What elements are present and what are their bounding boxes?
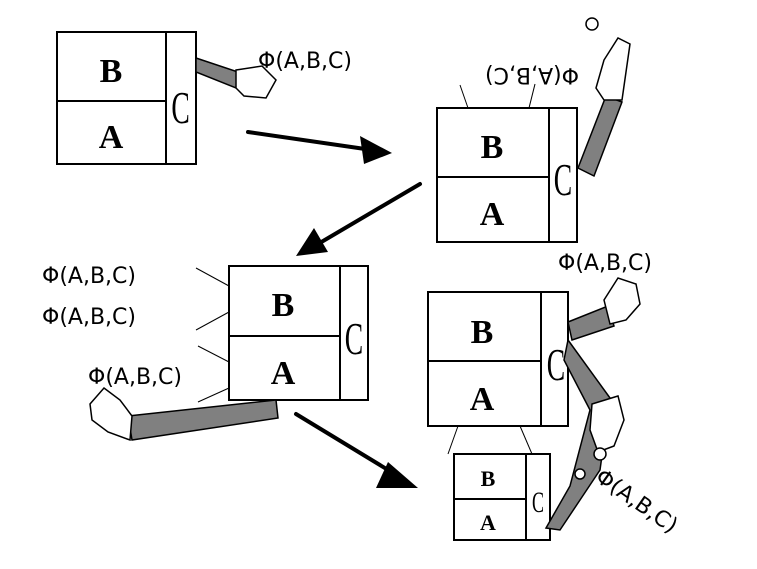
box-4-tick-right [519,425,533,455]
arrow-2 [296,182,422,256]
box-2-tick-right [528,83,536,109]
arrow-1-shaft [246,130,374,152]
arrow-1-head-icon [360,136,392,164]
arm-2-sleeve [577,95,623,178]
arrow-1 [246,130,392,164]
arm-5-token-icon-2 [574,468,586,480]
box-5-label-a: A [480,510,496,535]
box-2-tick-left [459,84,469,109]
box-2-label-c: C [554,155,572,206]
box-2-label-a: A [480,196,505,233]
box-1-label-a: A [99,119,124,156]
arm-4-hand-icon [603,277,641,325]
box-3-tick-3 [197,345,230,363]
box-3-tick-2 [195,311,230,331]
box-4-label-c: C [547,340,565,391]
box-2: B A C [436,83,578,243]
phi-label-5: Φ(A,B,C) [591,464,682,538]
arrow-2-shaft [316,182,422,246]
box-3-label-b: B [272,287,295,324]
arm-5-hand-icon [589,395,625,453]
box-3-label-c: C [345,314,363,365]
box-4: B A C [427,291,569,455]
box-4-tick-left [447,425,459,455]
arm-1-hand-icon [235,65,277,99]
arm-5-token-icon [593,447,607,461]
arm-3 [89,386,279,442]
arrow-3-shaft [294,412,400,478]
box-1-label-b: B [100,53,123,90]
box-1: B A C [56,31,197,165]
box-1-label-c: C [171,83,189,134]
arm-4-sleeve [567,304,615,341]
box-5-frame [453,453,551,541]
box-4-label-a: A [470,381,495,418]
box-2-frame [436,107,578,243]
box-5: B A C [453,453,551,541]
arm-5 [544,338,625,531]
box-3-tick-4 [197,387,230,403]
arrow-2-head-icon [296,228,328,256]
phi-label-4: Φ(A,B,C) [558,251,652,276]
box-2-label-b: B [481,129,504,166]
box-5-label-b: B [481,466,496,491]
phi-label-3c: Φ(A,B,C) [88,365,182,390]
box-3-label-a: A [271,355,296,392]
phi-label-3b: Φ(A,B,C) [42,305,136,330]
box-5-label-c: C [532,487,544,520]
box-1-frame [56,31,197,165]
arm-3-sleeve [127,399,279,441]
box-4-label-b: B [471,314,494,351]
arrow-3 [294,412,418,488]
arm-2 [577,17,631,178]
box-3: B A C [195,265,369,403]
box-4-frame [427,291,569,427]
arm-3-hand-icon [89,386,133,442]
arm-2-hand-icon [595,37,631,101]
phi-label-2-inverted: Φ(A,B,C) [485,62,579,87]
box-3-frame [228,265,369,401]
arm-1-sleeve [195,56,239,90]
arm-4: Φ(A,B,C) [558,251,652,341]
box-3-tick-1 [195,267,230,287]
phi-label-3a: Φ(A,B,C) [42,264,136,289]
arrow-3-head-icon [376,462,418,488]
arm-1: Φ(A,B,C) [195,49,352,99]
phi-label-1: Φ(A,B,C) [258,49,352,74]
arm-2-token-icon [585,17,599,31]
